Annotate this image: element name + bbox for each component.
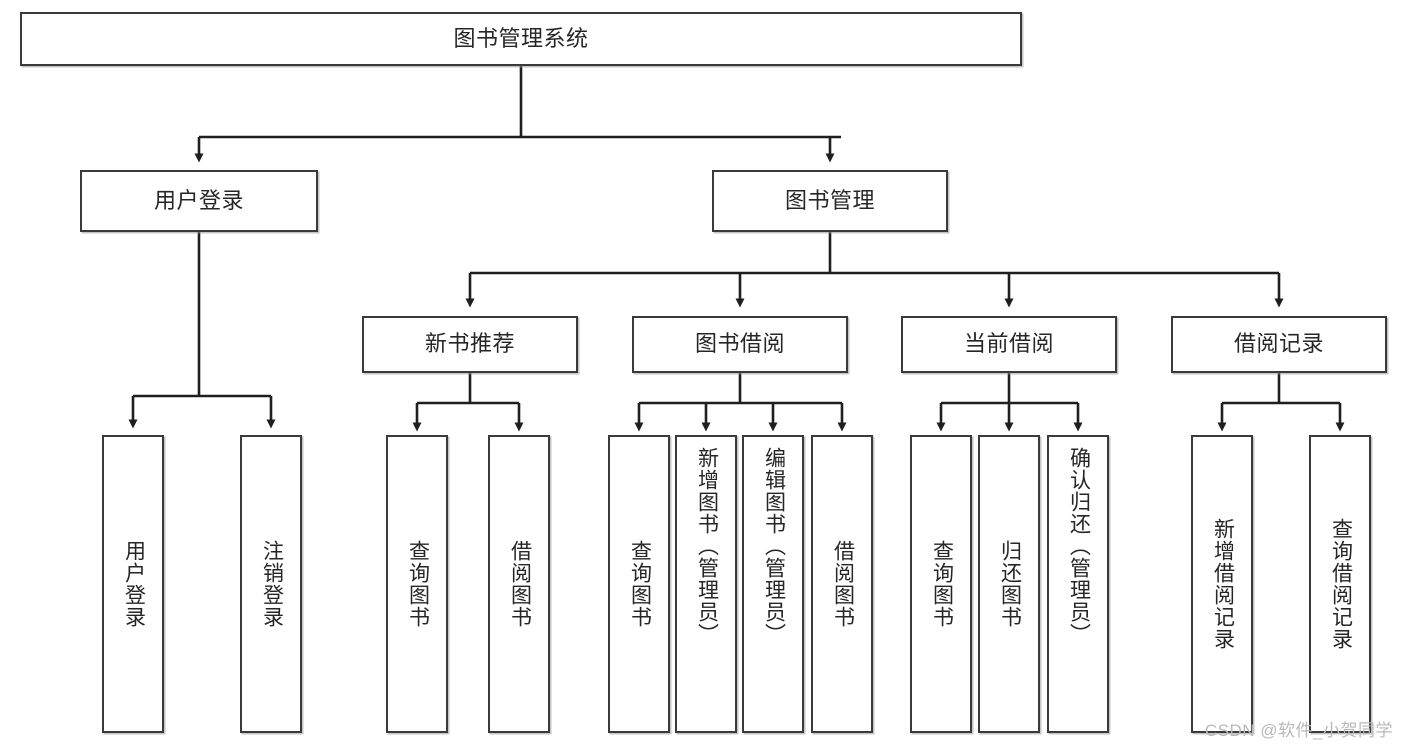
- leaf-borrow-book-1-label: 借阅图书: [508, 540, 532, 628]
- leaf-add-record[interactable]: 新增借阅记录: [1191, 435, 1253, 733]
- leaf-query-book-2-label: 查询图书: [628, 540, 652, 628]
- node-book-manage-label: 图书管理: [784, 187, 875, 213]
- node-new-book-recommend-label: 新书推荐: [424, 331, 515, 357]
- leaf-return-book[interactable]: 归还图书: [978, 435, 1040, 733]
- node-book-borrow[interactable]: 图书借阅: [632, 316, 848, 373]
- leaf-query-book-2[interactable]: 查询图书: [608, 435, 670, 733]
- leaf-query-record[interactable]: 查询借阅记录: [1309, 435, 1371, 733]
- node-book-borrow-label: 图书借阅: [694, 331, 785, 357]
- leaf-user-logout[interactable]: 注销登录: [240, 435, 302, 733]
- leaf-confirm-return-label: 确认归还（管理员）: [1067, 447, 1091, 645]
- node-borrow-record[interactable]: 借阅记录: [1171, 316, 1387, 373]
- csdn-watermark: CSDN @软件_小贺同学: [1204, 721, 1393, 740]
- leaf-borrow-book-2-label: 借阅图书: [831, 540, 855, 628]
- node-root-label: 图书管理系统: [453, 25, 589, 51]
- leaf-user-logout-label: 注销登录: [260, 540, 284, 628]
- leaf-add-record-label: 新增借阅记录: [1211, 518, 1235, 650]
- node-user-login-label: 用户登录: [153, 187, 244, 213]
- leaf-add-book[interactable]: 新增图书（管理员）: [675, 435, 737, 733]
- leaf-borrow-book-1[interactable]: 借阅图书: [488, 435, 550, 733]
- leaf-query-book-1[interactable]: 查询图书: [386, 435, 448, 733]
- leaf-query-book-3[interactable]: 查询图书: [910, 435, 972, 733]
- node-borrow-record-label: 借阅记录: [1233, 331, 1324, 357]
- leaf-user-login[interactable]: 用户登录: [102, 435, 164, 733]
- leaf-query-record-label: 查询借阅记录: [1329, 518, 1353, 650]
- node-current-borrow-label: 当前借阅: [963, 331, 1054, 357]
- leaf-edit-book-label: 编辑图书（管理员）: [762, 447, 786, 645]
- leaf-borrow-book-2[interactable]: 借阅图书: [811, 435, 873, 733]
- node-user-login[interactable]: 用户登录: [80, 170, 318, 232]
- leaf-user-login-label: 用户登录: [122, 540, 146, 628]
- node-new-book-recommend[interactable]: 新书推荐: [362, 316, 578, 373]
- leaf-edit-book[interactable]: 编辑图书（管理员）: [742, 435, 804, 733]
- node-book-manage[interactable]: 图书管理: [712, 170, 948, 232]
- leaf-add-book-label: 新增图书（管理员）: [695, 447, 719, 645]
- leaf-query-book-3-label: 查询图书: [930, 540, 954, 628]
- node-current-borrow[interactable]: 当前借阅: [901, 316, 1117, 373]
- node-root[interactable]: 图书管理系统: [20, 12, 1022, 66]
- leaf-return-book-label: 归还图书: [998, 540, 1022, 628]
- leaf-confirm-return[interactable]: 确认归还（管理员）: [1047, 435, 1109, 733]
- leaf-query-book-1-label: 查询图书: [406, 540, 430, 628]
